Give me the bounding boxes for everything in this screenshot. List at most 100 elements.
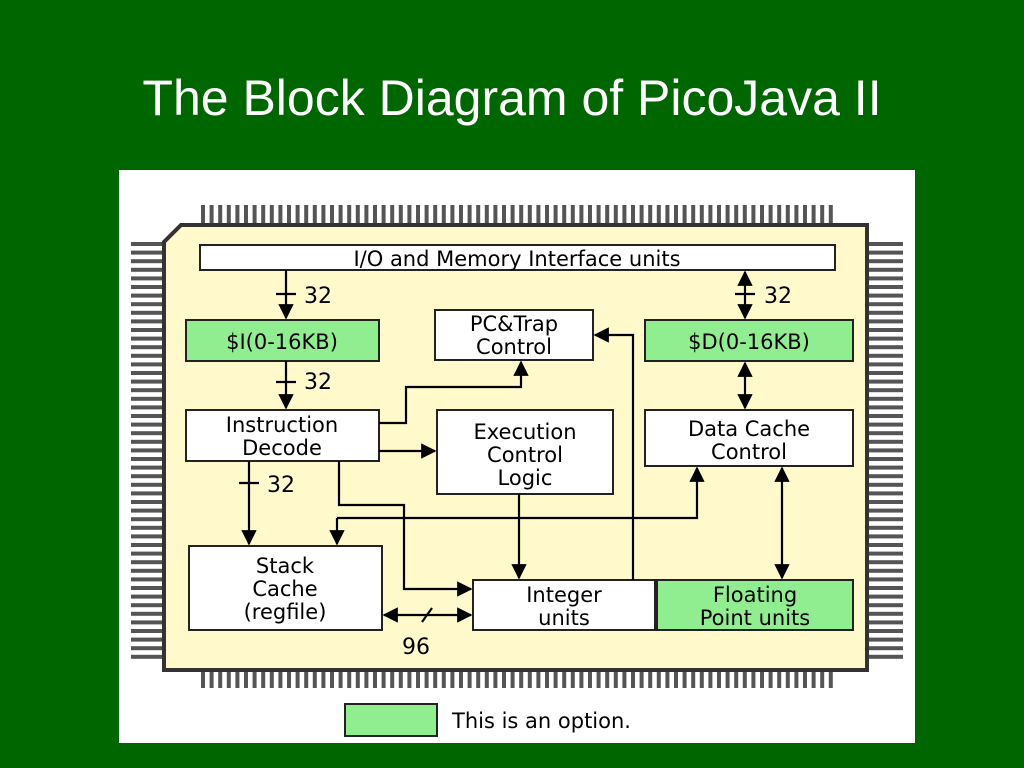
bus-width-io-icache: 32	[304, 284, 332, 309]
chip-pin	[131, 396, 164, 401]
chip-pin	[218, 670, 223, 688]
chip-pin	[476, 205, 481, 225]
chip-pin	[699, 670, 704, 688]
floating-point-label-line1: Floating	[713, 583, 797, 607]
chip-pin	[304, 670, 309, 688]
chip-pin	[131, 259, 164, 264]
chip-pin	[785, 205, 790, 225]
chip-pin	[674, 205, 678, 225]
chip-pin	[867, 620, 903, 625]
chip-pin	[867, 457, 903, 461]
chip-pin	[493, 670, 498, 688]
chip-pin	[867, 431, 903, 436]
chip-pin	[867, 534, 903, 539]
chip-pin	[867, 491, 903, 496]
chip-pin	[867, 353, 903, 358]
slide-title: The Block Diagram of PicoJava II	[142, 70, 882, 126]
chip-pin	[502, 205, 506, 225]
chip-pin	[527, 670, 532, 688]
chip-pin	[209, 670, 214, 688]
chip-pin	[588, 205, 592, 225]
chip-pin	[131, 586, 164, 590]
chip-pin	[553, 205, 558, 225]
data-cache-control-label-line2: Control	[711, 440, 787, 464]
chip-pin	[131, 577, 164, 582]
chip-pin	[665, 205, 670, 225]
chip-pin	[519, 205, 524, 225]
chip-pin	[751, 670, 756, 688]
chip-pin	[355, 205, 360, 225]
chip-pin	[605, 670, 610, 688]
chip-pin	[867, 448, 903, 453]
chip-pin	[441, 670, 446, 688]
chip-pin	[131, 328, 164, 332]
chip-pin	[588, 670, 592, 688]
chip-pin	[424, 205, 429, 225]
chip-pin	[648, 670, 653, 688]
chip-pin	[476, 670, 481, 688]
chip-pin	[484, 670, 489, 688]
data-cache-label: $D(0-16KB)	[688, 330, 810, 354]
chip-pin	[131, 345, 164, 350]
chip-pin	[867, 474, 903, 479]
chip-pin	[867, 646, 903, 651]
chip-pin	[867, 629, 903, 633]
chip-pin	[312, 670, 317, 688]
chip-pin	[725, 205, 730, 225]
chip-pin	[811, 205, 816, 225]
chip-pin	[682, 670, 687, 688]
integer-units-block	[472, 579, 656, 631]
chip-pin	[321, 205, 326, 225]
chip-pin	[648, 205, 653, 225]
chip-pin	[131, 474, 164, 479]
chip-pin	[338, 670, 343, 688]
chip-pin	[131, 405, 164, 410]
chip-pin	[785, 670, 790, 688]
chip-pin	[131, 379, 164, 384]
chip-pin	[407, 205, 412, 225]
chip-pin	[867, 396, 903, 401]
stack-cache-block	[188, 545, 383, 631]
chip-pin	[235, 670, 240, 688]
chip-pin	[867, 293, 903, 298]
chip-pin	[867, 422, 903, 427]
instruction-decode-label-line1: Instruction	[226, 413, 338, 437]
chip-pin	[269, 670, 274, 688]
chip-pin	[742, 670, 747, 688]
chip-pin	[717, 670, 721, 688]
chip-pins	[131, 205, 903, 688]
chip-pin	[131, 551, 164, 556]
chip-pin	[867, 482, 903, 487]
chip-pin	[708, 205, 713, 225]
chip-pin	[131, 543, 164, 547]
chip-pin	[295, 670, 300, 688]
chip-pin	[131, 517, 164, 522]
chip-pin	[131, 646, 164, 651]
chip-pin	[760, 670, 764, 688]
bus-width-decode-stack: 32	[267, 473, 295, 498]
chip-pin	[867, 345, 903, 350]
chip-pin	[768, 205, 773, 225]
chip-pin	[631, 205, 635, 225]
chip-pin	[441, 205, 446, 225]
execution-control-logic-block	[436, 409, 614, 495]
chip-pin	[131, 250, 164, 255]
chip-pin	[867, 611, 903, 616]
chip-pin	[867, 242, 903, 246]
chip-pin	[295, 205, 300, 225]
chip-pin	[269, 205, 274, 225]
chip-pin	[218, 205, 223, 225]
chip-pin	[226, 670, 231, 688]
chip-pin	[631, 670, 635, 688]
chip-pin	[252, 205, 257, 225]
floating-point-label-line2: Point units	[700, 606, 810, 630]
chip-pin	[355, 670, 360, 688]
chip-pin	[536, 670, 541, 688]
chip-pin	[131, 414, 164, 418]
chip-pin	[545, 670, 549, 688]
chip-pin	[665, 670, 670, 688]
chip-pin	[467, 205, 472, 225]
chip-pin	[278, 205, 283, 225]
chip-pin	[811, 670, 816, 688]
chip-pin	[131, 276, 164, 281]
